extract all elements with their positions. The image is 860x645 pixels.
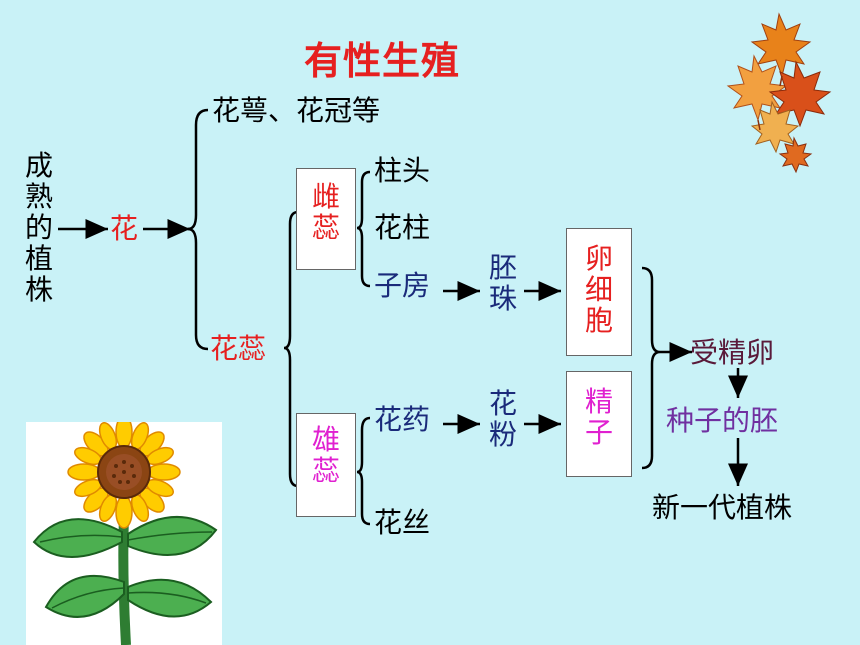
egg-cell-label: 卵细胞	[584, 242, 613, 337]
stem	[118, 516, 131, 645]
filament-label: 花丝	[374, 506, 431, 539]
pistil-stamen-group-label: 花蕊	[210, 332, 267, 365]
stamen-box: 雄蕊	[296, 413, 356, 517]
brace-flower-parts	[187, 108, 209, 351]
maple-leaf-icon	[726, 54, 788, 122]
maple-leaf-icon	[778, 136, 813, 174]
embryo-label: 种子的胚	[666, 404, 779, 437]
leaf-icon	[32, 518, 123, 558]
sperm-label: 精子	[584, 385, 613, 449]
ovule-label: 胚珠	[488, 251, 517, 315]
maple-leaf-icon	[768, 60, 832, 128]
ovary-label: 子房	[374, 269, 431, 302]
brace-pistil-stamen	[283, 210, 299, 488]
stigma-label: 柱头	[374, 154, 431, 187]
maple-leaf-icon	[750, 12, 812, 78]
zygote-label: 受精卵	[690, 336, 775, 369]
egg-cell-box: 卵细胞	[566, 228, 632, 356]
style-label: 花柱	[374, 211, 431, 244]
page-title: 有性生殖	[304, 39, 461, 83]
pistil-label: 雌蕊	[311, 180, 340, 244]
brace-stamen-parts	[356, 416, 371, 526]
brace-pistil-parts	[356, 170, 371, 288]
mature-plant-label: 成熟的植株	[24, 149, 53, 306]
maple-leaf-icon	[750, 100, 800, 154]
pistil-box: 雌蕊	[296, 168, 356, 270]
flower-label: 花	[110, 212, 139, 245]
leaf-icon	[44, 574, 125, 618]
pollen-label: 花粉	[488, 387, 517, 451]
maple-leaves-image	[726, 12, 832, 174]
leaf-icon	[127, 578, 213, 618]
anther-label: 花药	[374, 403, 431, 436]
sperm-box: 精子	[566, 371, 632, 477]
calyx-corolla-label: 花萼、花冠等	[212, 94, 381, 127]
new-plant-label: 新一代植株	[652, 491, 793, 524]
sunflower-image	[26, 422, 222, 645]
leaf-icon	[127, 515, 218, 556]
brace-fertilization	[641, 266, 661, 470]
stamen-label: 雄蕊	[311, 423, 340, 487]
